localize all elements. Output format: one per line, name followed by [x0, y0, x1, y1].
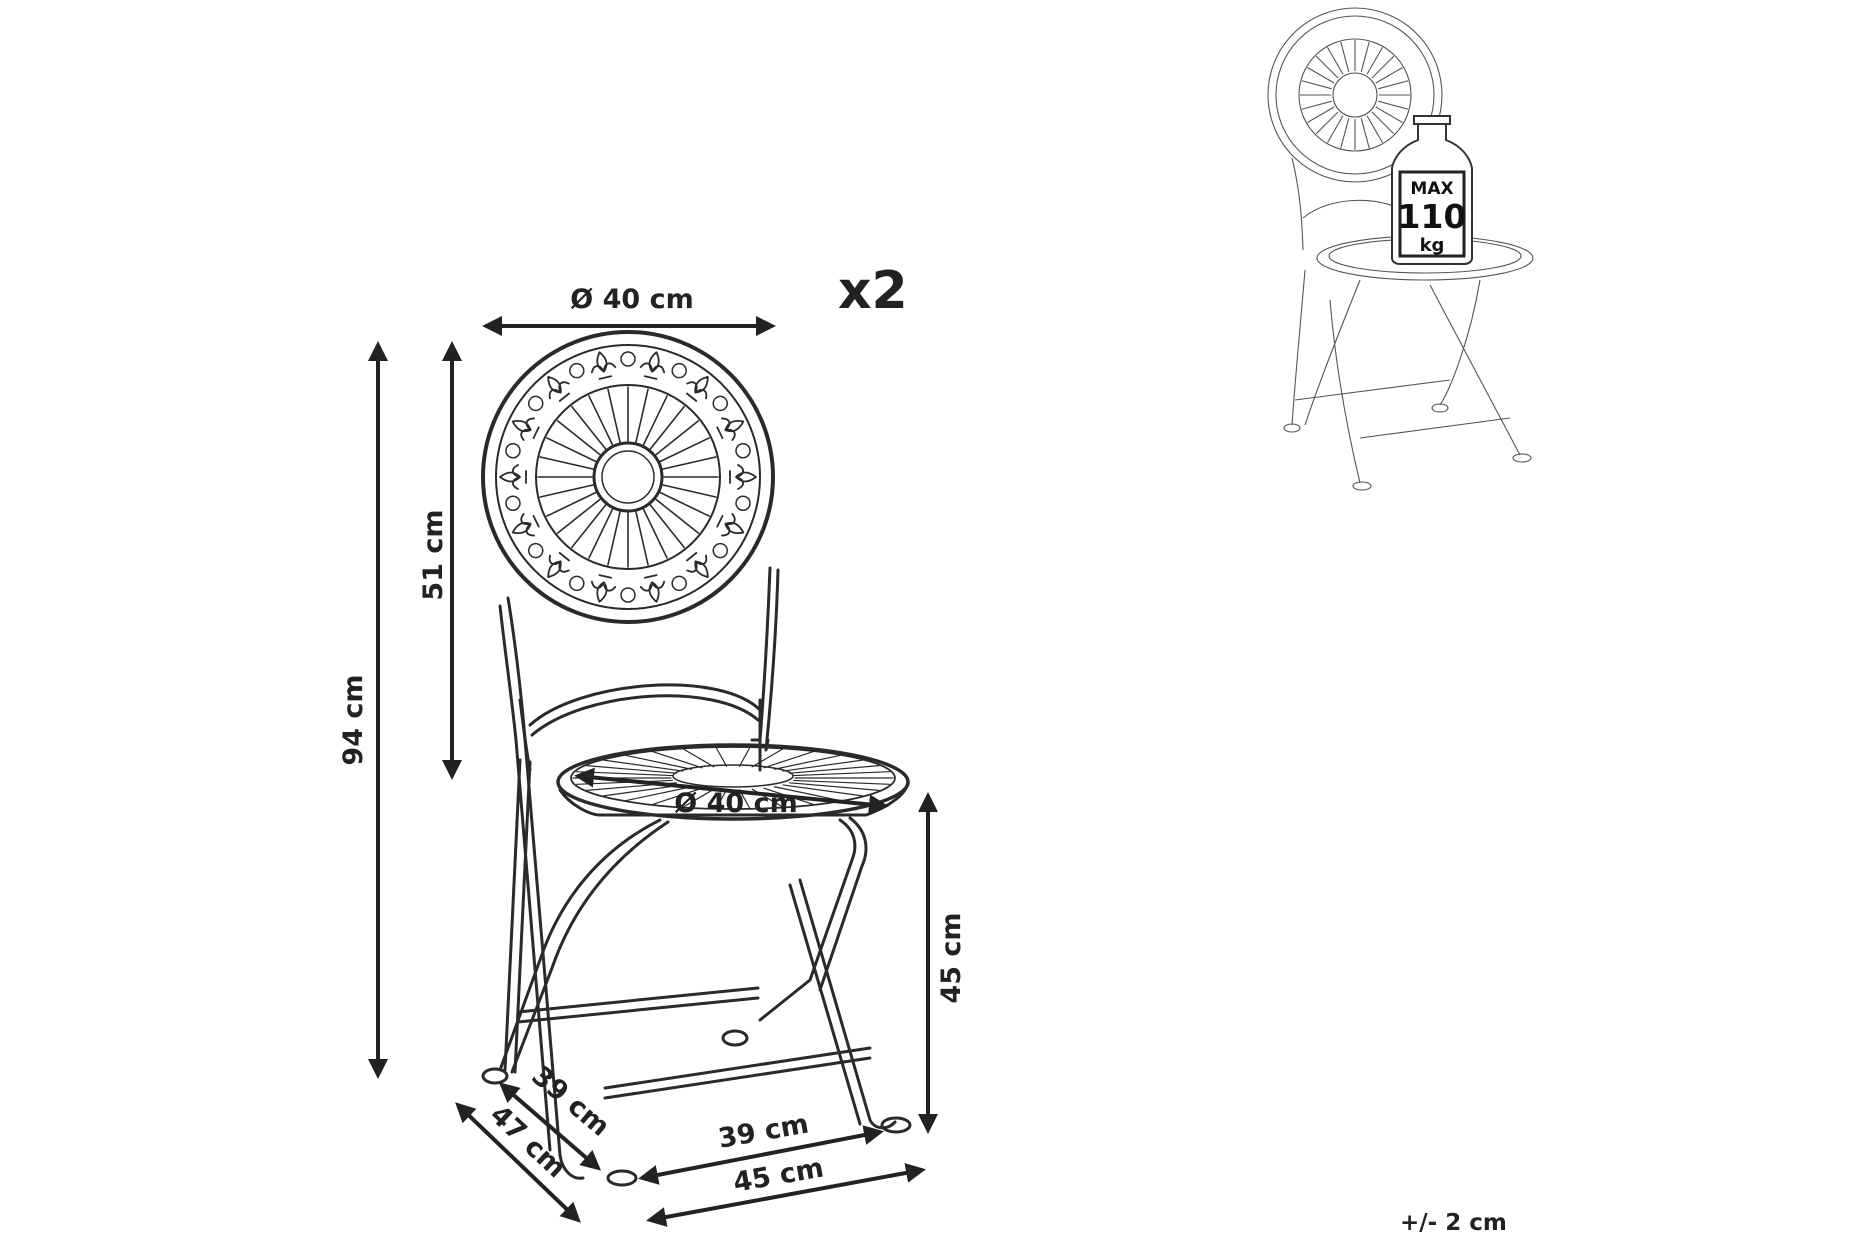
total-height-label: 94 cm	[338, 674, 369, 765]
quantity-label: x2	[838, 261, 908, 321]
seat-diameter-label: Ø 40 cm	[674, 788, 797, 819]
backrest-disc	[481, 330, 775, 624]
dimension-arrows	[368, 316, 938, 1227]
weight-unit: kg	[1420, 235, 1445, 256]
weight-capacity-badge: MAX 110 kg	[1391, 115, 1473, 265]
seat-height-label: 45 cm	[936, 912, 967, 1003]
weight-value: 110	[1398, 197, 1467, 236]
tolerance-note: +/- 2 cm	[1400, 1210, 1507, 1236]
backrest-height-label: 51 cm	[418, 509, 449, 600]
backrest-diameter-label: Ø 40 cm	[570, 284, 693, 315]
main-chair-drawing	[481, 330, 912, 1187]
weight-max-label: MAX	[1410, 179, 1453, 199]
